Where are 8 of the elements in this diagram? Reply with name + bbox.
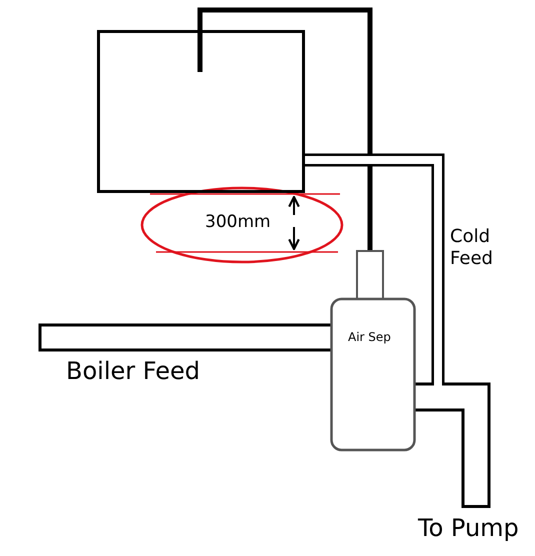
tank <box>97 30 305 193</box>
pipe-label: To Pump <box>418 514 519 543</box>
dimension-label: 300mm <box>205 212 271 232</box>
vent-pipe <box>198 8 372 250</box>
pipe-label: Boiler Feed <box>66 357 200 386</box>
pipe-label: Cold Feed <box>450 226 494 270</box>
air-separator <box>330 250 416 452</box>
node-label: Air Sep <box>348 330 391 344</box>
